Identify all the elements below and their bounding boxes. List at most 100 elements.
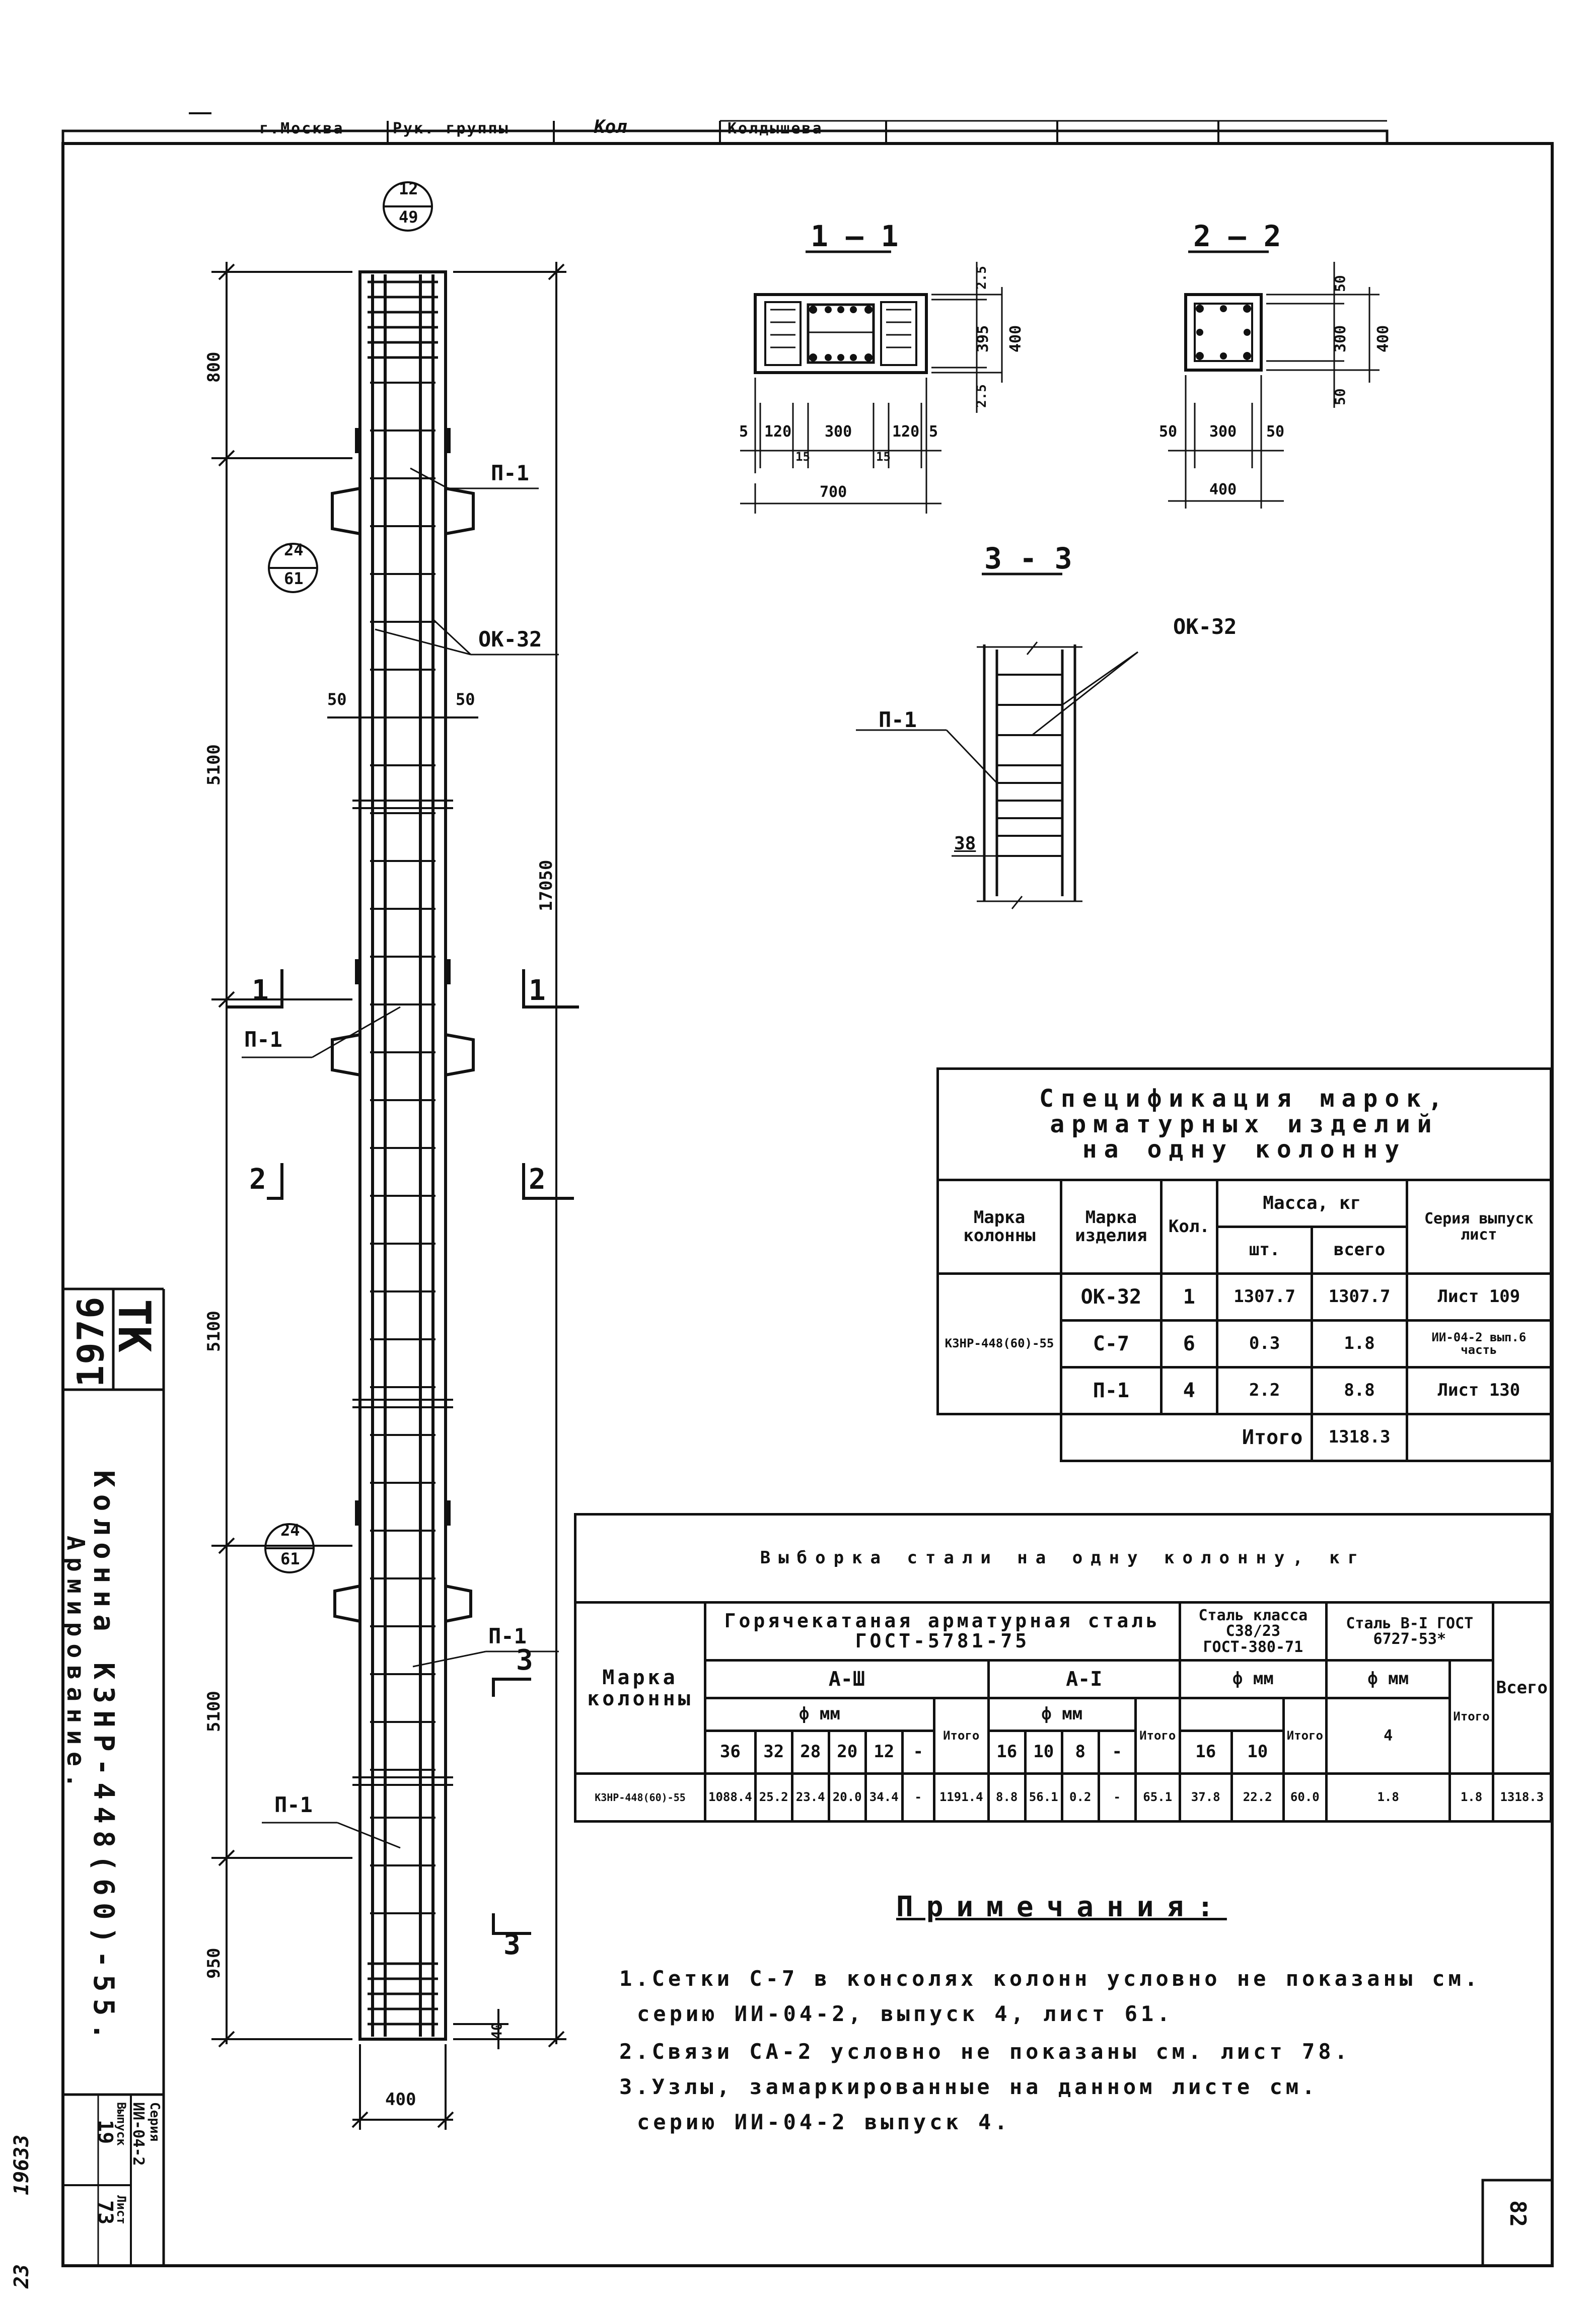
- spec-h-mass-total: всего: [1311, 1226, 1408, 1275]
- steel-v-a1-total: 65.1: [1134, 1772, 1181, 1823]
- stamp-signature: Кол: [594, 117, 627, 137]
- s11-dim-15a: 15: [795, 450, 810, 464]
- section-3-3-title: 3 - 3: [984, 541, 1072, 575]
- steel-v-all: 1318.3: [1491, 1772, 1553, 1823]
- steel-d-a3-20: 20: [827, 1730, 867, 1775]
- steel-h-total-b1: Итого: [1448, 1659, 1494, 1775]
- steel-v-class-10: 22.2: [1230, 1772, 1285, 1823]
- steel-d-a3-36: 36: [704, 1730, 757, 1775]
- cut-3-top: 3: [516, 1644, 533, 1677]
- spec-h-mark-col-2: колонны: [963, 1225, 1036, 1246]
- steel-v-a3-20: 20.0: [827, 1772, 867, 1823]
- steel-row-mark: КЗНР-448(60)-55: [574, 1772, 706, 1823]
- spec-row-unit: 2.2: [1215, 1366, 1314, 1415]
- steel-d-class-10: 10: [1230, 1730, 1285, 1775]
- steel-d-a1-16: 16: [987, 1730, 1027, 1775]
- spec-h-mark-item-1: Марка: [1085, 1207, 1137, 1228]
- s11-dim-120b: 120: [892, 423, 920, 441]
- steel-h-total-class: Итого: [1282, 1697, 1328, 1775]
- s11-dim-700: 700: [820, 483, 847, 501]
- steel-d-class-16: 16: [1178, 1730, 1233, 1775]
- section-2-2-title: 2 — 2: [1193, 219, 1281, 253]
- steel-v-b1-total: 1.8: [1448, 1772, 1494, 1823]
- dim-400: 400: [385, 2090, 416, 2110]
- label-ok32: ОК-32: [478, 627, 542, 652]
- label-p1-b: П-1: [244, 1027, 282, 1052]
- steel-d-a1-8: 8: [1060, 1730, 1100, 1775]
- section-1-1-title: 1 — 1: [811, 219, 899, 253]
- s11-dim-120a: 120: [764, 423, 792, 441]
- steel-d-a3-32: 32: [754, 1730, 793, 1775]
- spec-h-mass-unit: шт.: [1215, 1226, 1314, 1275]
- spec-h-qty: Кол.: [1159, 1179, 1218, 1275]
- steel-v-a1-16: 8.8: [987, 1772, 1027, 1823]
- s11-dim-5a: 5: [739, 423, 749, 441]
- spec-row-series: Лист 109: [1405, 1272, 1553, 1322]
- steel-v-b1-4: 1.8: [1325, 1772, 1452, 1823]
- notes-title: Примечания:: [896, 1891, 1227, 1923]
- steel-v-a1-8: 0.2: [1060, 1772, 1100, 1823]
- s22-dim-400: 400: [1209, 481, 1237, 498]
- spec-row-item: ОК-32: [1060, 1272, 1163, 1322]
- s22-dim-50b: 50: [1266, 423, 1285, 441]
- s22-dim-300: 300: [1209, 423, 1237, 441]
- top-bubble-bottom: 49: [399, 207, 418, 227]
- steel-d-a3-12: 12: [864, 1730, 904, 1775]
- spec-row-total: 1.8: [1311, 1319, 1408, 1369]
- stamp-role: Рук. группы: [393, 120, 510, 137]
- spec-table: Спецификация марок, арматурных изделий н…: [936, 1067, 1553, 1462]
- note-1a: 1.Сетки С-7 в консолях колонн условно не…: [619, 1966, 1481, 1991]
- steel-d-a3-dash: -: [901, 1730, 935, 1775]
- spec-row-unit: 0.3: [1215, 1319, 1314, 1369]
- spec-row-item: С-7: [1060, 1319, 1163, 1369]
- cut-1-right: 1: [529, 974, 546, 1007]
- spec-row-unit: 1307.7: [1215, 1272, 1314, 1322]
- steel-v-a1-dash: -: [1097, 1772, 1137, 1823]
- steel-v-a3-32: 25.2: [754, 1772, 793, 1823]
- steel-title: Выборка стали на одну колонну, кг: [574, 1513, 1552, 1604]
- note-3b: серию ИИ-04-2 выпуск 4.: [637, 2110, 1011, 2134]
- steel-d-a3-28: 28: [790, 1730, 830, 1775]
- label-p1-c: П-1: [488, 1624, 527, 1648]
- s11-dim-15b: 15: [876, 450, 891, 464]
- label-p1-d: П-1: [274, 1792, 313, 1817]
- steel-v-a1-10: 56.1: [1024, 1772, 1063, 1823]
- cut-1-left: 1: [252, 974, 269, 1007]
- spec-row-series: ИИ-04-2 вып.6 часть: [1405, 1319, 1553, 1369]
- steel-v-a3-total: 1191.4: [932, 1772, 990, 1823]
- bubble2-bottom: 61: [280, 1549, 300, 1568]
- s22-dim-50a: 50: [1159, 423, 1178, 441]
- steel-h-a1: А-I: [987, 1659, 1181, 1699]
- dim-50-right: 50: [456, 690, 475, 709]
- bubble1-bottom: 61: [284, 569, 304, 588]
- spec-row-series: Лист 130: [1405, 1366, 1553, 1415]
- spec-title-line1: Спецификация марок,: [1039, 1085, 1450, 1113]
- spec-row-item: П-1: [1060, 1366, 1163, 1415]
- steel-h-hot-rolled: Горячекатаная арматурная сталь ГОСТ-5781…: [704, 1601, 1181, 1662]
- steel-h-phi-a1: ф мм: [987, 1697, 1137, 1732]
- steel-d-a1-dash: -: [1097, 1730, 1137, 1775]
- steel-h-class: Сталь класса С38/23 ГОСТ-380-71: [1178, 1601, 1328, 1662]
- note-2: 2.Связи СА-2 условно не показаны см. лис…: [619, 2039, 1351, 2064]
- spec-h-mass: Масса, кг: [1215, 1179, 1408, 1228]
- spec-h-mark-col-1: Марка: [973, 1207, 1026, 1228]
- steel-v-class-16: 37.8: [1178, 1772, 1233, 1823]
- steel-v-a3-12: 34.4: [864, 1772, 904, 1823]
- steel-h-total-a1: Итого: [1134, 1697, 1181, 1775]
- s11-dim-5b: 5: [929, 423, 938, 441]
- spec-h-mark-item-2: изделия: [1075, 1225, 1147, 1246]
- steel-v-class-total: 60.0: [1282, 1772, 1328, 1823]
- dim-50-left: 50: [327, 690, 347, 709]
- cut-2-right: 2: [529, 1163, 546, 1196]
- spec-h-series: Серия выпуск лист: [1405, 1179, 1553, 1275]
- stamp-name: Колдышева: [728, 120, 823, 137]
- steel-h-a3: А-Ш: [704, 1659, 990, 1699]
- spec-total-value: 1318.3: [1311, 1413, 1408, 1462]
- steel-h-b1: Сталь В-I ГОСТ 6727-53*: [1325, 1601, 1494, 1662]
- steel-d-a1-10: 10: [1024, 1730, 1063, 1775]
- steel-h-phi-a3: ф мм: [704, 1697, 935, 1732]
- spec-row-qty: 1: [1159, 1272, 1218, 1322]
